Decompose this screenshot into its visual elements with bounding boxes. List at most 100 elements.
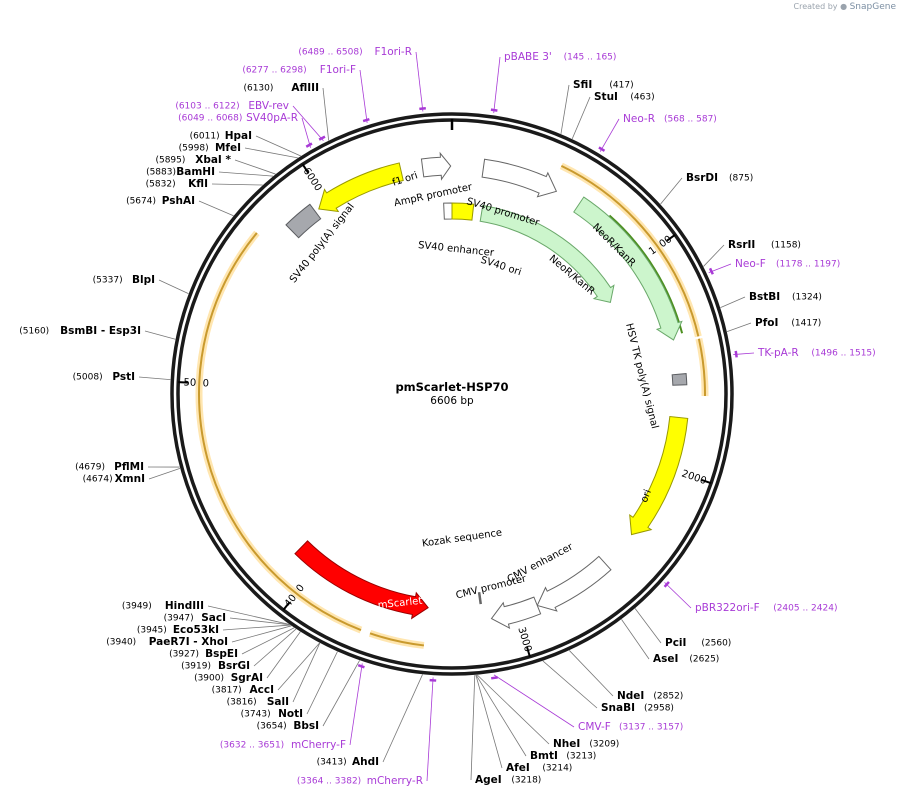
enzyme-label[interactable]: NdeI(2852) xyxy=(617,690,683,702)
enzyme-label[interactable]: AflIII(6130) xyxy=(243,82,319,94)
enzyme-position: (2625) xyxy=(689,655,719,665)
enzyme-label[interactable]: HpaI(6011) xyxy=(190,130,252,142)
enzyme-name: SfiI xyxy=(573,79,592,91)
primer-label[interactable]: EBV-rev(6103 .. 6122) xyxy=(175,100,289,112)
primer-label[interactable]: F1ori-R(6489 .. 6508) xyxy=(298,46,412,58)
primer-label[interactable]: Neo-F(1178 .. 1197) xyxy=(735,258,840,270)
enzyme-label[interactable]: AccI(3817) xyxy=(212,684,274,696)
primer-label[interactable]: SV40pA-R(6049 .. 6068) xyxy=(178,112,298,124)
feature-cmv-promoter xyxy=(490,596,542,630)
enzyme-label[interactable]: BbsI(3654) xyxy=(257,720,319,732)
feature-ori xyxy=(629,416,689,536)
enzyme-label[interactable]: HindIII(3949) xyxy=(122,600,204,612)
primer-label[interactable]: mCherry-F(3632 .. 3651) xyxy=(220,739,346,751)
primer-range: (2405 .. 2424) xyxy=(773,604,837,614)
primer-name: Neo-R xyxy=(623,113,655,125)
enzyme-name: BsrGI xyxy=(218,660,250,672)
enzyme-label[interactable]: BsmBI - Esp3I(5160) xyxy=(19,325,141,337)
enzyme-label[interactable]: KflI(5832) xyxy=(146,178,208,190)
enzyme-name: AfeI xyxy=(506,762,530,774)
enzyme-position: (3213) xyxy=(566,752,596,762)
primer-label[interactable]: Neo-R(568 .. 587) xyxy=(623,113,717,125)
enzyme-name: NotI xyxy=(278,708,303,720)
enzyme-name: PciI xyxy=(665,637,686,649)
feature-f1-ori xyxy=(318,162,404,213)
enzyme-label[interactable]: PstI (5008) xyxy=(73,371,135,383)
primer-label[interactable]: pBABE 3'(145 .. 165) xyxy=(504,51,616,63)
enzyme-label[interactable]: SacI(3947) xyxy=(164,612,226,624)
primer-label[interactable]: TK-pA-R(1496 .. 1515) xyxy=(757,347,876,359)
enzyme-label[interactable]: AgeI(3218) xyxy=(475,774,541,786)
enzyme-label[interactable]: Eco53kI(3945) xyxy=(137,624,219,636)
enzyme-label[interactable]: SgrAI(3900) xyxy=(194,672,263,684)
orf-green-arc xyxy=(608,214,684,334)
enzyme-position: (4679) xyxy=(75,463,105,473)
enzyme-label[interactable]: RsrII(1158) xyxy=(728,239,801,251)
enzyme-label[interactable]: BmtI (3213) xyxy=(530,750,596,762)
enzyme-position: (5883) xyxy=(146,168,176,178)
enzyme-leader xyxy=(571,96,591,140)
enzyme-label[interactable]: BspEI(3927) xyxy=(169,648,238,660)
enzyme-leader xyxy=(703,244,725,267)
enzyme-leader xyxy=(218,171,274,177)
enzyme-name: BbsI xyxy=(293,720,319,732)
primer-label[interactable]: mCherry-R(3364 .. 3382) xyxy=(297,775,423,787)
tick-mark xyxy=(526,646,531,657)
enzyme-leader xyxy=(266,631,301,679)
enzyme-label[interactable]: PfoI(1417) xyxy=(755,317,821,329)
enzyme-label[interactable]: MfeI(5998) xyxy=(179,142,241,154)
primer-range: (145 .. 165) xyxy=(564,53,617,63)
enzyme-leader xyxy=(148,467,181,480)
enzyme-label[interactable]: AfeI(3214) xyxy=(506,762,572,774)
orf-arc xyxy=(369,632,425,647)
enzyme-position: (1417) xyxy=(791,319,821,329)
enzyme-name: BmtI xyxy=(530,750,558,762)
enzyme-position: (5008) xyxy=(73,373,103,383)
primer-name: F1ori-R xyxy=(375,46,412,58)
enzyme-name: BamHI xyxy=(176,166,215,178)
enzyme-position: (6011) xyxy=(190,132,220,142)
enzyme-label[interactable]: StuI(463) xyxy=(594,91,655,103)
enzyme-label[interactable]: XbaI *(5895) xyxy=(155,154,231,166)
enzyme-position: (1158) xyxy=(771,241,801,251)
enzyme-label[interactable]: BamHI(5883) xyxy=(146,166,215,178)
enzyme-label[interactable]: PciI(2560) xyxy=(665,637,731,649)
enzyme-label[interactable]: BstBI(1324) xyxy=(749,291,822,303)
enzyme-label[interactable]: PaeR7I - XhoI(3940) xyxy=(106,636,228,648)
enzyme-position: (5337) xyxy=(93,276,123,286)
primer-range: (6277 .. 6298) xyxy=(242,66,306,76)
primer-label[interactable]: F1ori-F(6277 .. 6298) xyxy=(242,64,356,76)
enzyme-label[interactable]: NotI(3743) xyxy=(241,708,303,720)
enzyme-position: (875) xyxy=(729,174,753,184)
enzyme-name: SgrAI xyxy=(231,672,263,684)
enzyme-label[interactable]: SnaBI(2958) xyxy=(601,702,674,714)
enzyme-label[interactable]: AhdI(3413) xyxy=(317,756,379,768)
primer-label[interactable]: pBR322ori-F(2405 .. 2424) xyxy=(695,602,837,614)
enzyme-position: (5160) xyxy=(19,327,49,337)
primer-range: (3632 .. 3651) xyxy=(220,741,284,751)
enzyme-label[interactable]: PflMI(4679) xyxy=(75,461,144,473)
enzyme-label[interactable]: BsrGI(3919) xyxy=(181,660,250,672)
enzyme-label[interactable]: XmnI(4674) xyxy=(83,473,145,485)
enzyme-label[interactable]: PshAI(5674) xyxy=(126,195,195,207)
enzyme-label[interactable]: NheI(3209) xyxy=(553,738,619,750)
enzyme-label[interactable]: SalI(3816) xyxy=(227,696,289,708)
enzyme-leader xyxy=(207,605,290,625)
primer-label[interactable]: CMV-F(3137 .. 3157) xyxy=(578,721,683,733)
enzyme-label[interactable]: SfiI(417) xyxy=(573,79,634,91)
enzyme-leader xyxy=(322,87,330,141)
primer-site-marker xyxy=(318,135,326,141)
enzyme-label[interactable]: BlpI(5337) xyxy=(93,274,155,286)
enzyme-name: Eco53kI xyxy=(173,624,219,636)
enzyme-label[interactable]: BsrDI(875) xyxy=(686,172,753,184)
enzyme-leader xyxy=(211,183,263,186)
tick-mark xyxy=(301,163,309,174)
enzyme-position: (4674) xyxy=(83,475,113,485)
feature-cmv-enhancer xyxy=(536,555,612,612)
enzyme-name: PstI xyxy=(112,371,135,383)
enzyme-name: AccI xyxy=(250,684,274,696)
enzyme-name: BspEI xyxy=(205,648,238,660)
enzyme-label[interactable]: AseI(2625) xyxy=(653,653,719,665)
